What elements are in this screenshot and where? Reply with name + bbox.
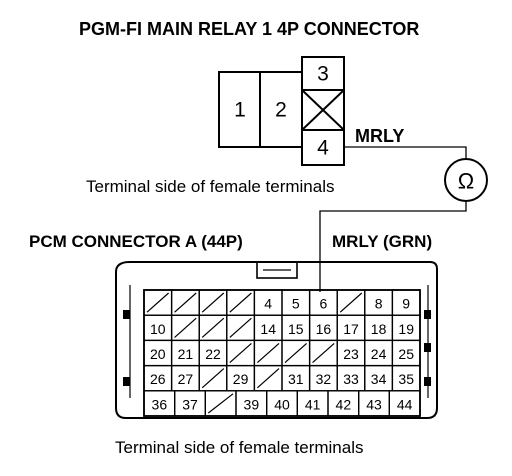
pcm-terminal-number: 31: [288, 371, 304, 387]
pcm-terminal-number: 4: [264, 296, 272, 312]
pcm-cavity-blank-mark: [257, 342, 280, 364]
pcm-housing: [115, 261, 438, 419]
pcm-terminal-number: 29: [233, 371, 249, 387]
pcm-connector-title: PCM CONNECTOR A (44P): [29, 232, 243, 251]
pcm-terminal-number: 8: [375, 296, 383, 312]
pcm-terminal-number: 42: [336, 396, 352, 412]
pcm-terminal-number: 27: [178, 371, 194, 387]
pcm-terminal-number: 43: [366, 396, 382, 412]
pcm-terminal-number: 15: [288, 321, 304, 337]
pcm-terminal-number: 39: [244, 396, 260, 412]
pcm-terminal-number: 26: [150, 371, 166, 387]
pcm-terminal-number: 23: [343, 346, 359, 362]
pcm-terminal-number: 17: [343, 321, 359, 337]
pcm-cavity-blank-mark: [201, 368, 225, 389]
probe-wire-relay: [344, 146, 467, 158]
pcm-terminal-grid: 4 5 6 8 9 10 14 15 16 17 18 19 20 21 22 23 24 25 26 27 29 31 3…: [143, 289, 421, 417]
pcm-cavity-blank-mark: [174, 292, 197, 313]
relay-terminal-2: 2: [275, 99, 287, 122]
pcm-terminal-number: 32: [316, 371, 332, 387]
pcm-terminal-number: 33: [343, 371, 359, 387]
pcm-side-note: Terminal side of female terminals: [115, 438, 364, 457]
pcm-cavity-blank-mark: [229, 317, 252, 338]
probe-wire-pcm: [319, 201, 467, 292]
relay-side-note: Terminal side of female terminals: [86, 177, 335, 196]
pcm-cavity-blank-mark: [174, 317, 197, 338]
pcm-terminal-number: 22: [205, 346, 221, 362]
pcm-cavity-blank-mark: [339, 292, 363, 313]
pcm-cavity-blank-mark: [284, 342, 307, 364]
pcm-terminal-number: 6: [320, 296, 328, 312]
pcm-terminal-number: 25: [398, 346, 414, 362]
pcm-terminal-number: 36: [152, 396, 168, 412]
relay-wire-label: MRLY: [355, 126, 405, 146]
pcm-terminal-number: 41: [305, 396, 321, 412]
pcm-cavity-blank-mark: [312, 342, 335, 364]
pcm-latch: [256, 261, 298, 279]
pcm-terminal-number: 10: [150, 321, 166, 337]
ohmmeter-icon: [444, 158, 488, 202]
pcm-terminal-number: 40: [274, 396, 290, 412]
relay-connector-title: PGM-FI MAIN RELAY 1 4P CONNECTOR: [79, 19, 420, 39]
pcm-terminal-number: 9: [402, 296, 410, 312]
pcm-terminal-number: 20: [150, 346, 166, 362]
pcm-terminal-number: 18: [371, 321, 387, 337]
pcm-terminal-number: 44: [397, 396, 413, 412]
pcm-cavity-blank-mark: [201, 292, 225, 313]
pcm-cavity-blank-mark: [201, 317, 225, 338]
pcm-cavity: [388, 390, 421, 417]
pcm-terminal-number: 19: [398, 321, 414, 337]
pcm-cavity-blank-mark: [207, 393, 234, 414]
pcm-terminal-number: 16: [316, 321, 332, 337]
pcm-terminal-number: 35: [398, 371, 414, 387]
pcm-terminal-number: 5: [292, 296, 300, 312]
pcm-cavity-blank-mark: [257, 368, 280, 389]
pcm-wire-label: MRLY (GRN): [332, 232, 433, 251]
pcm-cavity-blank-mark: [146, 292, 169, 313]
pcm-terminal-number: 14: [260, 321, 276, 337]
pcm-terminal-number: 37: [182, 396, 198, 412]
pcm-cavity-blank-mark: [229, 292, 252, 313]
relay-terminal-3: 3: [317, 63, 329, 86]
pcm-terminal-number: 34: [371, 371, 387, 387]
pcm-terminal-number: 24: [371, 346, 387, 362]
relay-terminal-1: 1: [234, 99, 246, 122]
relay-terminal-4: 4: [317, 137, 329, 160]
pcm-cavity-blank-mark: [229, 342, 252, 364]
pcm-terminal-number: 21: [178, 346, 194, 362]
ohm-symbol: Ω: [458, 169, 474, 194]
